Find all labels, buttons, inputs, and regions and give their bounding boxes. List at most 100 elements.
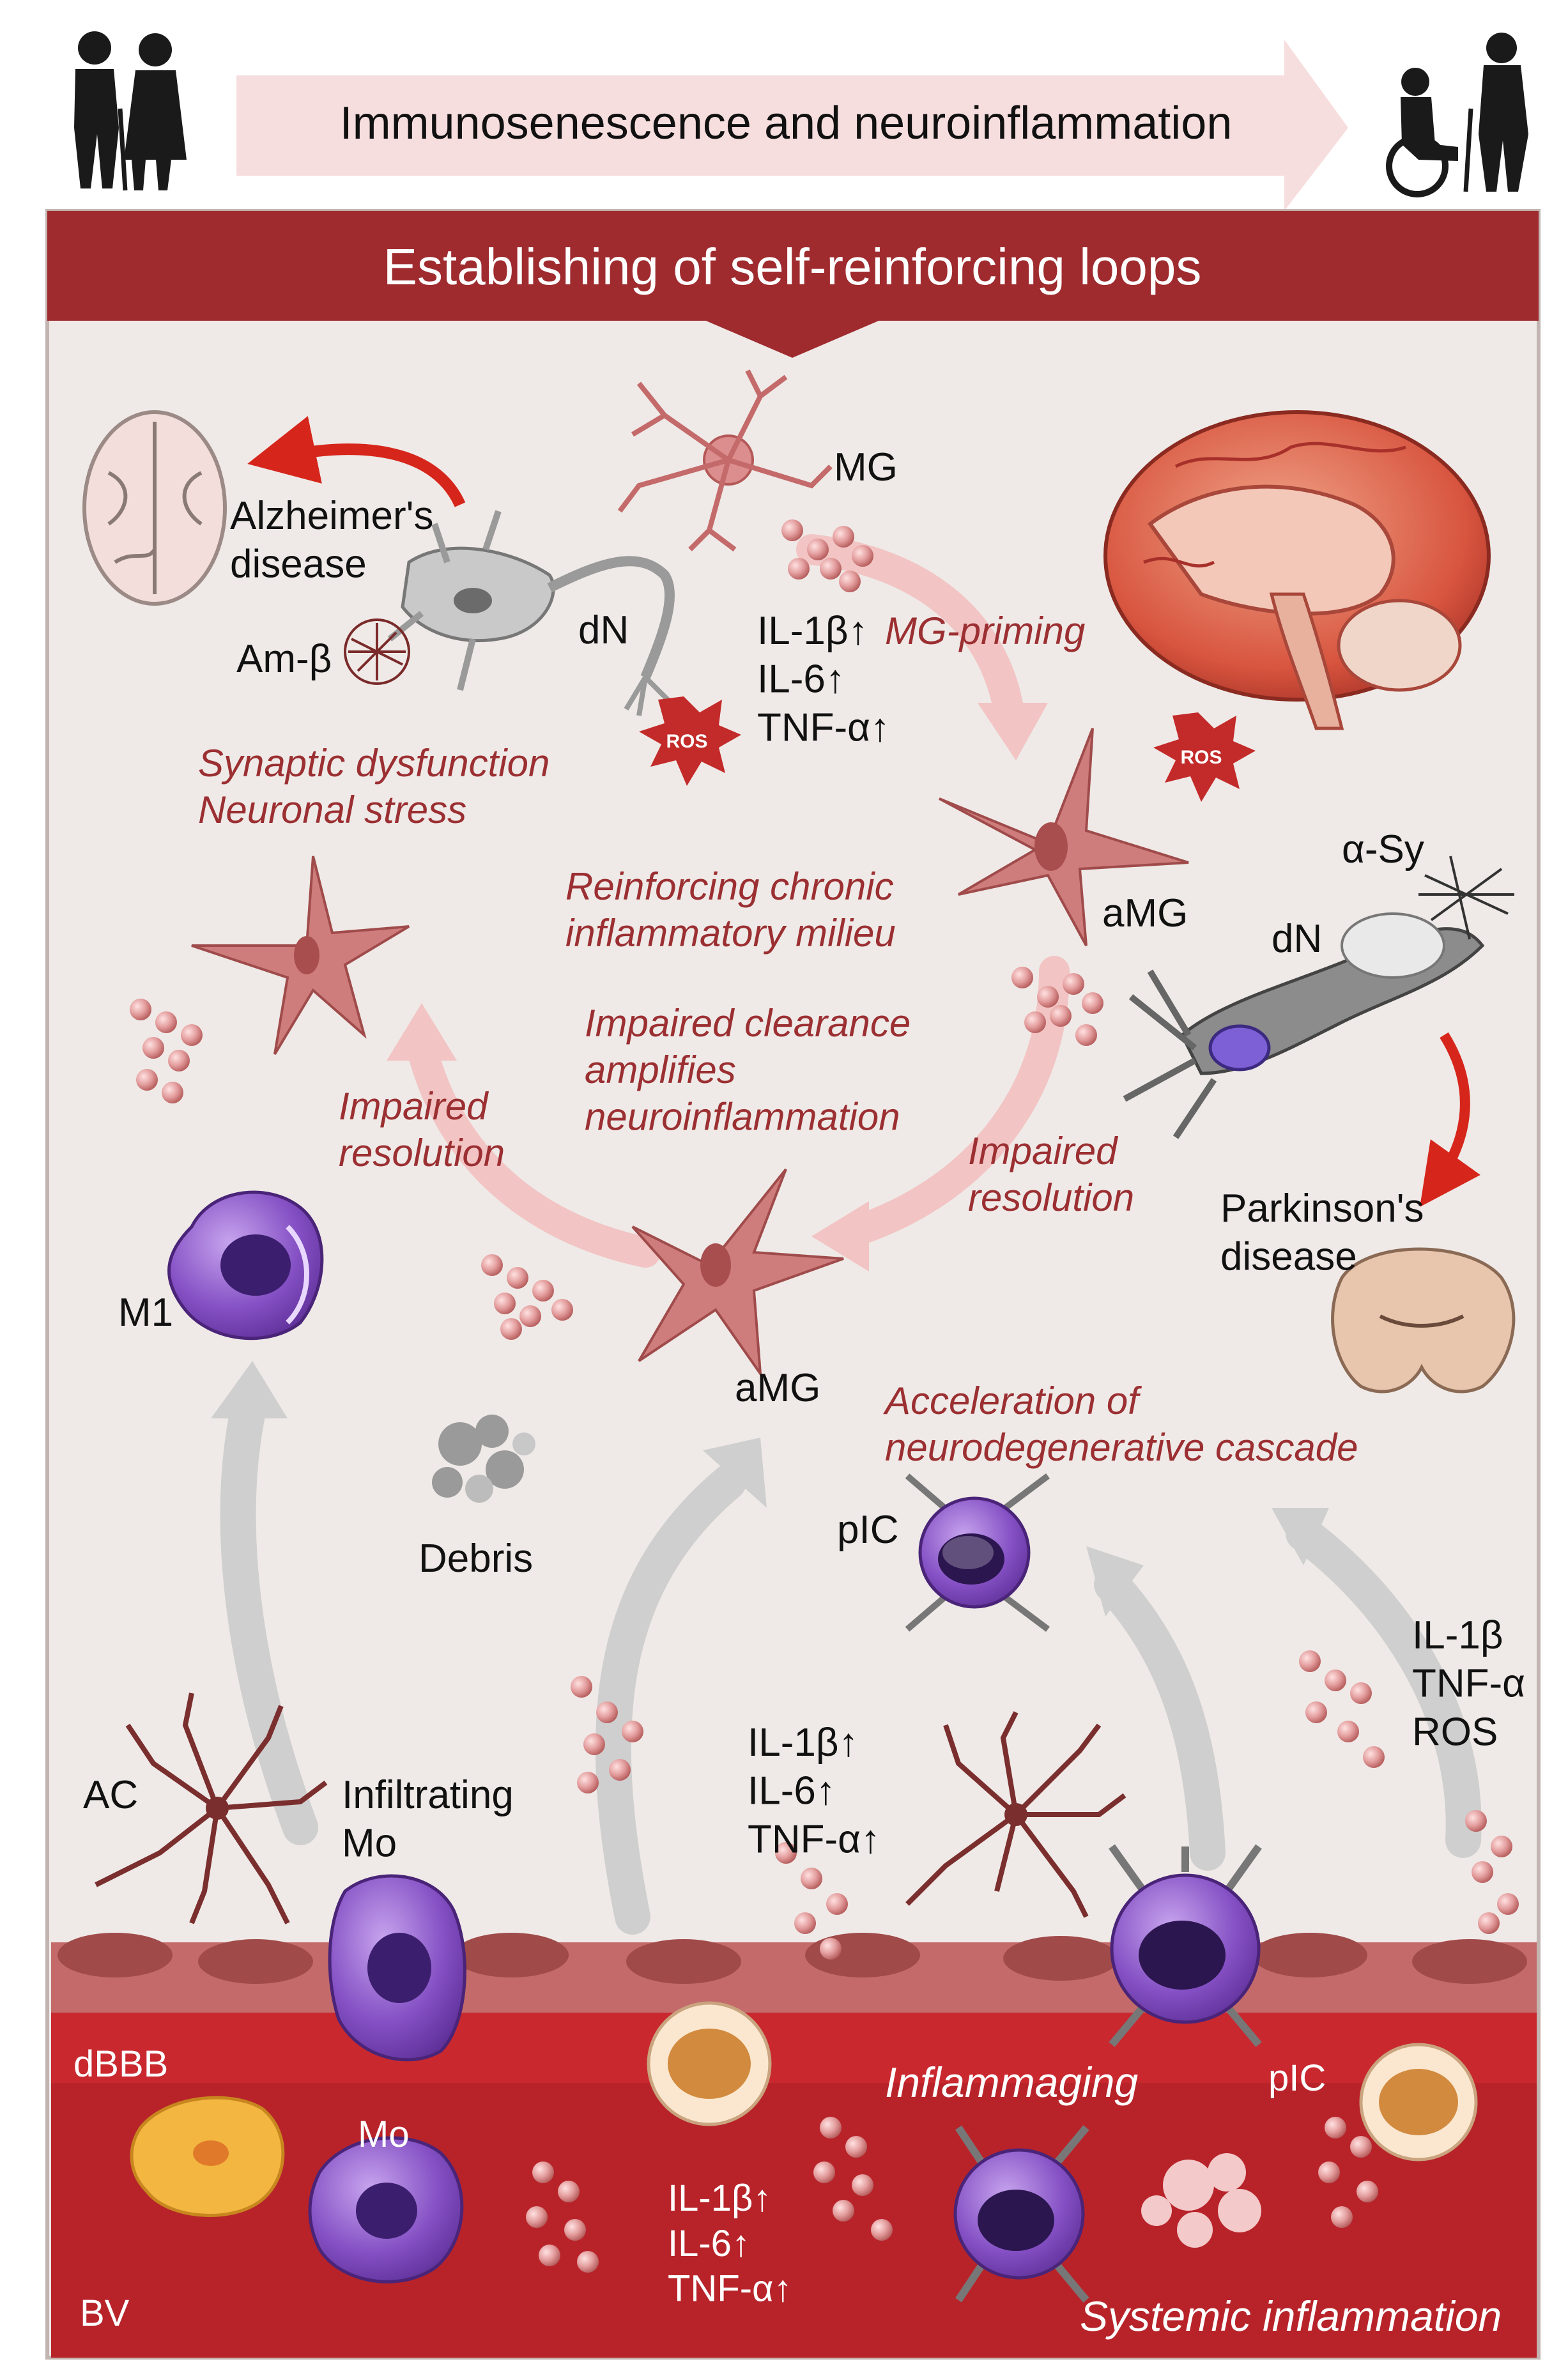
cytokine-particle [500,1318,522,1340]
cytokine-particle [833,2200,854,2222]
cytokine-particle [494,1293,516,1314]
cytokine-particle [794,1912,816,1934]
cytokine-particle [136,1069,158,1091]
label-cytokines-top: IL-1β↑IL-6↑TNF-α↑ [757,609,890,749]
label-cytokines-bv: IL-1β↑IL-6↑TNF-α↑ [668,2177,792,2310]
activated-microglia-center [631,1168,844,1379]
cytokine-particle [839,571,861,592]
ros-badge-right: ROS [1153,712,1256,802]
red-blood-cell-center-icon [647,2001,772,2126]
elderly-couple-icon [74,31,187,191]
top-title: Immunosenescence and neuroinflammation [340,98,1233,149]
label-amg-right: aMG [1102,891,1188,935]
cytokine-particle [813,2161,835,2183]
cytokine-particle [1350,1682,1372,1704]
microglia-resting-top [617,369,833,552]
cytokine-particle [852,2174,873,2196]
cytokine-particle [801,1868,822,1889]
cytokine-particle [142,1037,164,1059]
label-pic-low: pIC [1268,2057,1326,2099]
alzheimer-arrow [247,416,466,507]
cytokine-particle [571,1676,592,1698]
cytokine-particle [1350,2136,1372,2158]
ros-label-right: ROS [1180,747,1222,768]
label-dbbb: dBBB [73,2043,168,2085]
banner: Establishing of self-reinforcing loops [47,211,1539,358]
label-mg-priming: MG-priming [885,610,1085,652]
alpha-synuclein-fibrils-icon [1418,856,1514,940]
cytokine-particle [1363,1746,1385,1768]
cytokine-particle [622,1721,643,1742]
label-cytokines-mid: IL-1β↑IL-6↑TNF-α↑ [748,1721,880,1861]
infiltration-arrows [220,1388,1482,1935]
infiltrating-monocyte-icon [328,1874,466,2062]
cytokine-particle [168,1050,190,1071]
label-bv: BV [80,2292,130,2334]
infiltration-arrowheads [211,1361,1329,1616]
label-am-beta: Am-β [236,637,332,681]
primed-immune-cell-mid-icon [905,1473,1050,1632]
cytokine-particle [775,1842,797,1864]
cytokine-particle [532,1280,554,1301]
cytokine-particle [526,2206,548,2228]
cytokine-particle [539,2245,560,2266]
cytokine-particle [1082,992,1103,1014]
label-mg: MG [834,445,898,489]
degenerating-neuron-right [1123,912,1485,1139]
cytokine-particle [583,1733,605,1755]
label-dn-right: dN [1272,917,1322,961]
brain-sagittal-icon [1103,410,1491,730]
primed-immune-cell-blood-icon [953,2125,1089,2303]
label-pic-mid: pIC [837,1508,898,1552]
cytokine-particle [1325,2117,1346,2138]
cytokine-particle [577,1772,599,1793]
cytokine-particle [1491,1836,1512,1857]
cytokine-particle [1024,1011,1046,1033]
primed-immune-cell-low-icon [1109,1844,1262,2047]
alzheimer-brain-slice-icon [82,410,227,606]
cytokine-particle [820,2117,842,2138]
label-systemic: Systemic inflammation [1080,2292,1502,2340]
ros-badge-left: ROS [639,696,741,786]
astrocyte-right-icon [905,1711,1126,1918]
cytokine-particle [781,519,803,541]
cytokine-particle [1497,1893,1519,1915]
wheelchair-elderly-icon [1386,33,1528,197]
cytokine-particle [1299,1650,1321,1672]
ros-label-left: ROS [666,731,707,752]
cytokine-particle [155,1011,177,1033]
amyloid-beta-plaque-icon [344,618,410,685]
cytokine-particle [826,1893,848,1915]
label-amg-center: aMG [735,1366,820,1410]
cytokine-particle [1331,2206,1353,2228]
activated-microglia-right [939,728,1189,946]
cytokine-particle [807,539,829,560]
label-alpha-sy: α-Sy [1342,827,1424,871]
parkinson-arrow [1420,1032,1480,1208]
label-inflammaging: Inflammaging [885,2059,1138,2106]
cytokine-particle [481,1254,503,1276]
label-dn-left: dN [578,608,629,652]
cytokine-particle [507,1267,528,1289]
label-debris: Debris [419,1537,533,1581]
cytokine-particle [1037,986,1059,1008]
astrocyte-left-icon [95,1693,328,1924]
cytokine-particle [558,2181,580,2202]
cytokine-particle [1325,1670,1346,1691]
cytokine-particle [130,999,151,1020]
cytokine-particle [1318,2161,1340,2183]
cytokine-particle [820,558,842,580]
cytokine-particle [577,2251,599,2273]
label-m1: M1 [118,1291,173,1335]
cytokine-particle [1472,1861,1493,1883]
activated-microglia-left [191,856,410,1056]
cytokine-particle [1075,1024,1097,1046]
